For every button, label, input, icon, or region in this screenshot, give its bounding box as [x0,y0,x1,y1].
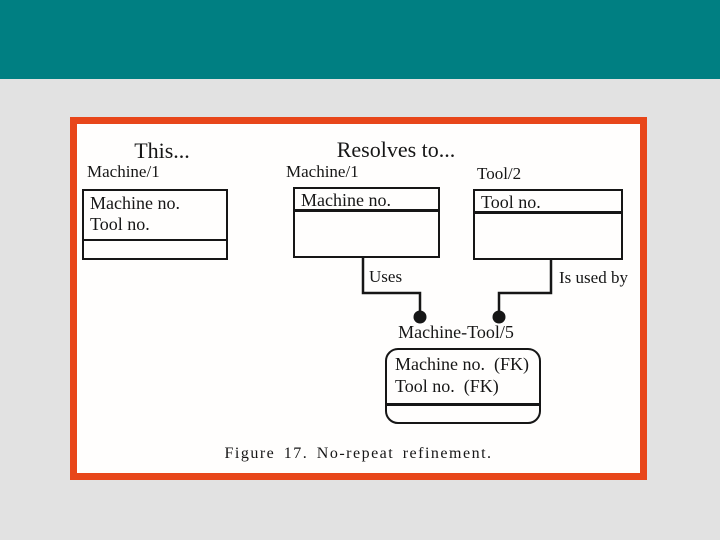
entity-label-machine-before: Machine/1 [87,162,160,181]
compartment-divider [84,239,226,241]
uses-connector-line [361,258,422,315]
is-used-by-connector-line [497,260,553,315]
attribute-list: Machine no. Tool no. [84,191,226,235]
uses-relationship-dot [413,310,427,324]
attribute-machine-no: Machine no. [90,193,180,213]
slide-header-bar [0,0,720,79]
entity-label-machine-after: Machine/1 [286,162,359,181]
figure-caption: Figure 17. No-repeat refinement. [224,445,493,462]
attribute-tool-no: Tool no. [90,214,150,234]
entity-box-machine-before: Machine no. Tool no. [82,189,228,260]
entity-box-tool: Tool no. [473,189,623,260]
relationship-label-uses: Uses [369,267,403,286]
entity-box-machine-tool: Machine no. (FK) Tool no. (FK) [385,348,541,424]
entity-label-tool: Tool/2 [477,164,522,183]
figure-frame: This... Resolves to... Machine/1 Machine… [70,117,647,480]
attribute-tool-no-fk: Tool no. (FK) [395,376,499,396]
entity-box-machine-after: Machine no. [293,187,440,258]
relationship-connectors [361,258,553,324]
relationship-label-is-used-by: Is used by [559,268,628,287]
is-used-by-relationship-dot [492,310,506,324]
key-attribute-tool-no: Tool no. [475,191,621,214]
heading-this: This... [134,138,190,163]
compartment-divider [387,403,539,406]
key-attribute-machine-no: Machine no. [295,189,438,212]
attribute-machine-no-fk: Machine no. (FK) [395,354,529,374]
entity-label-machine-tool: Machine-Tool/5 [398,322,514,342]
heading-resolves: Resolves to... [336,137,456,162]
